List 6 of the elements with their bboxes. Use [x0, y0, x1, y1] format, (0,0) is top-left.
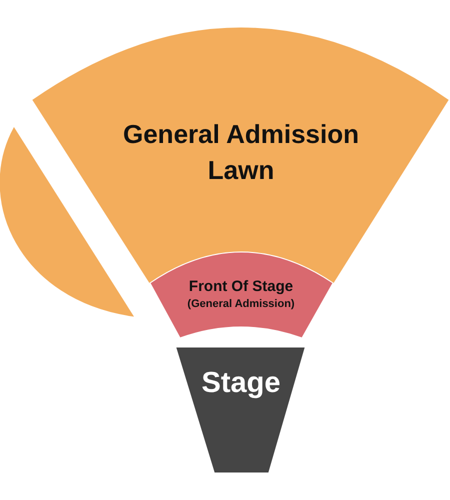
section-sublabel: (General Admission)	[187, 298, 295, 311]
stage-block	[177, 348, 305, 473]
section-label: Front Of Stage	[188, 278, 294, 296]
section-label: General Admission Lawn	[122, 118, 360, 187]
front-section	[150, 252, 334, 339]
stage-label: Stage	[202, 366, 280, 400]
